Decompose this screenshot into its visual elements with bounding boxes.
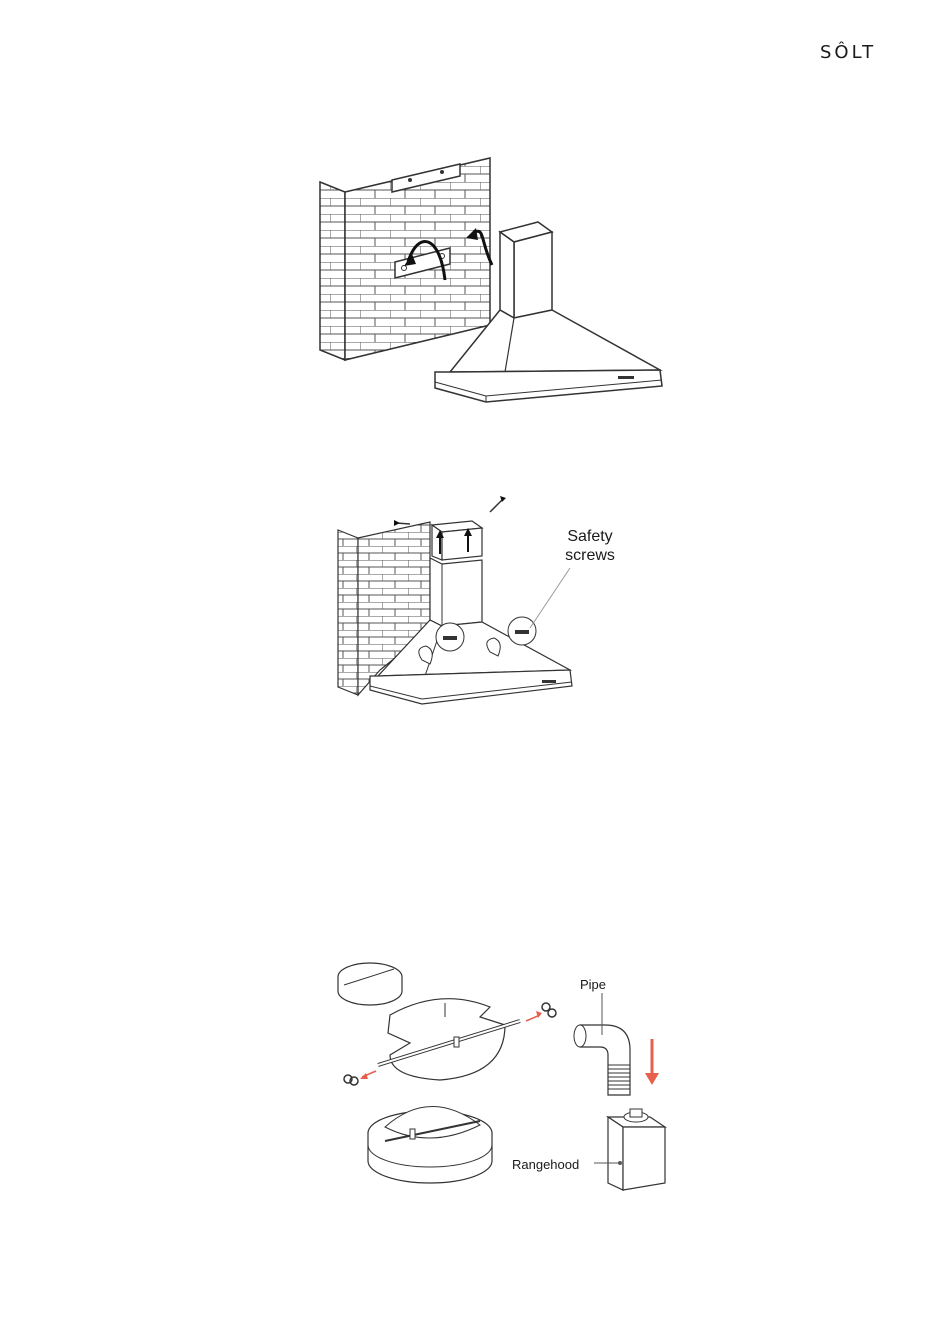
- brand-logo: SÔLT: [820, 38, 890, 66]
- rangehood-label: Rangehood: [512, 1157, 579, 1172]
- pipe-label: Pipe: [580, 977, 606, 992]
- safety-screws-illustration: [330, 490, 630, 715]
- callout-line-2: screws: [550, 546, 630, 565]
- wall-bracket-illustration: [300, 150, 680, 410]
- figure-safety-screws: Safety screws: [330, 490, 630, 715]
- figure-wall-bracket-mounting: [300, 150, 680, 410]
- safety-screws-callout: Safety screws: [550, 527, 630, 565]
- brand-logo-text: SÔLT: [820, 42, 876, 63]
- figure-pipe-and-valve: Pipe Rangehood: [330, 955, 700, 1200]
- callout-line-1: Safety: [550, 527, 630, 546]
